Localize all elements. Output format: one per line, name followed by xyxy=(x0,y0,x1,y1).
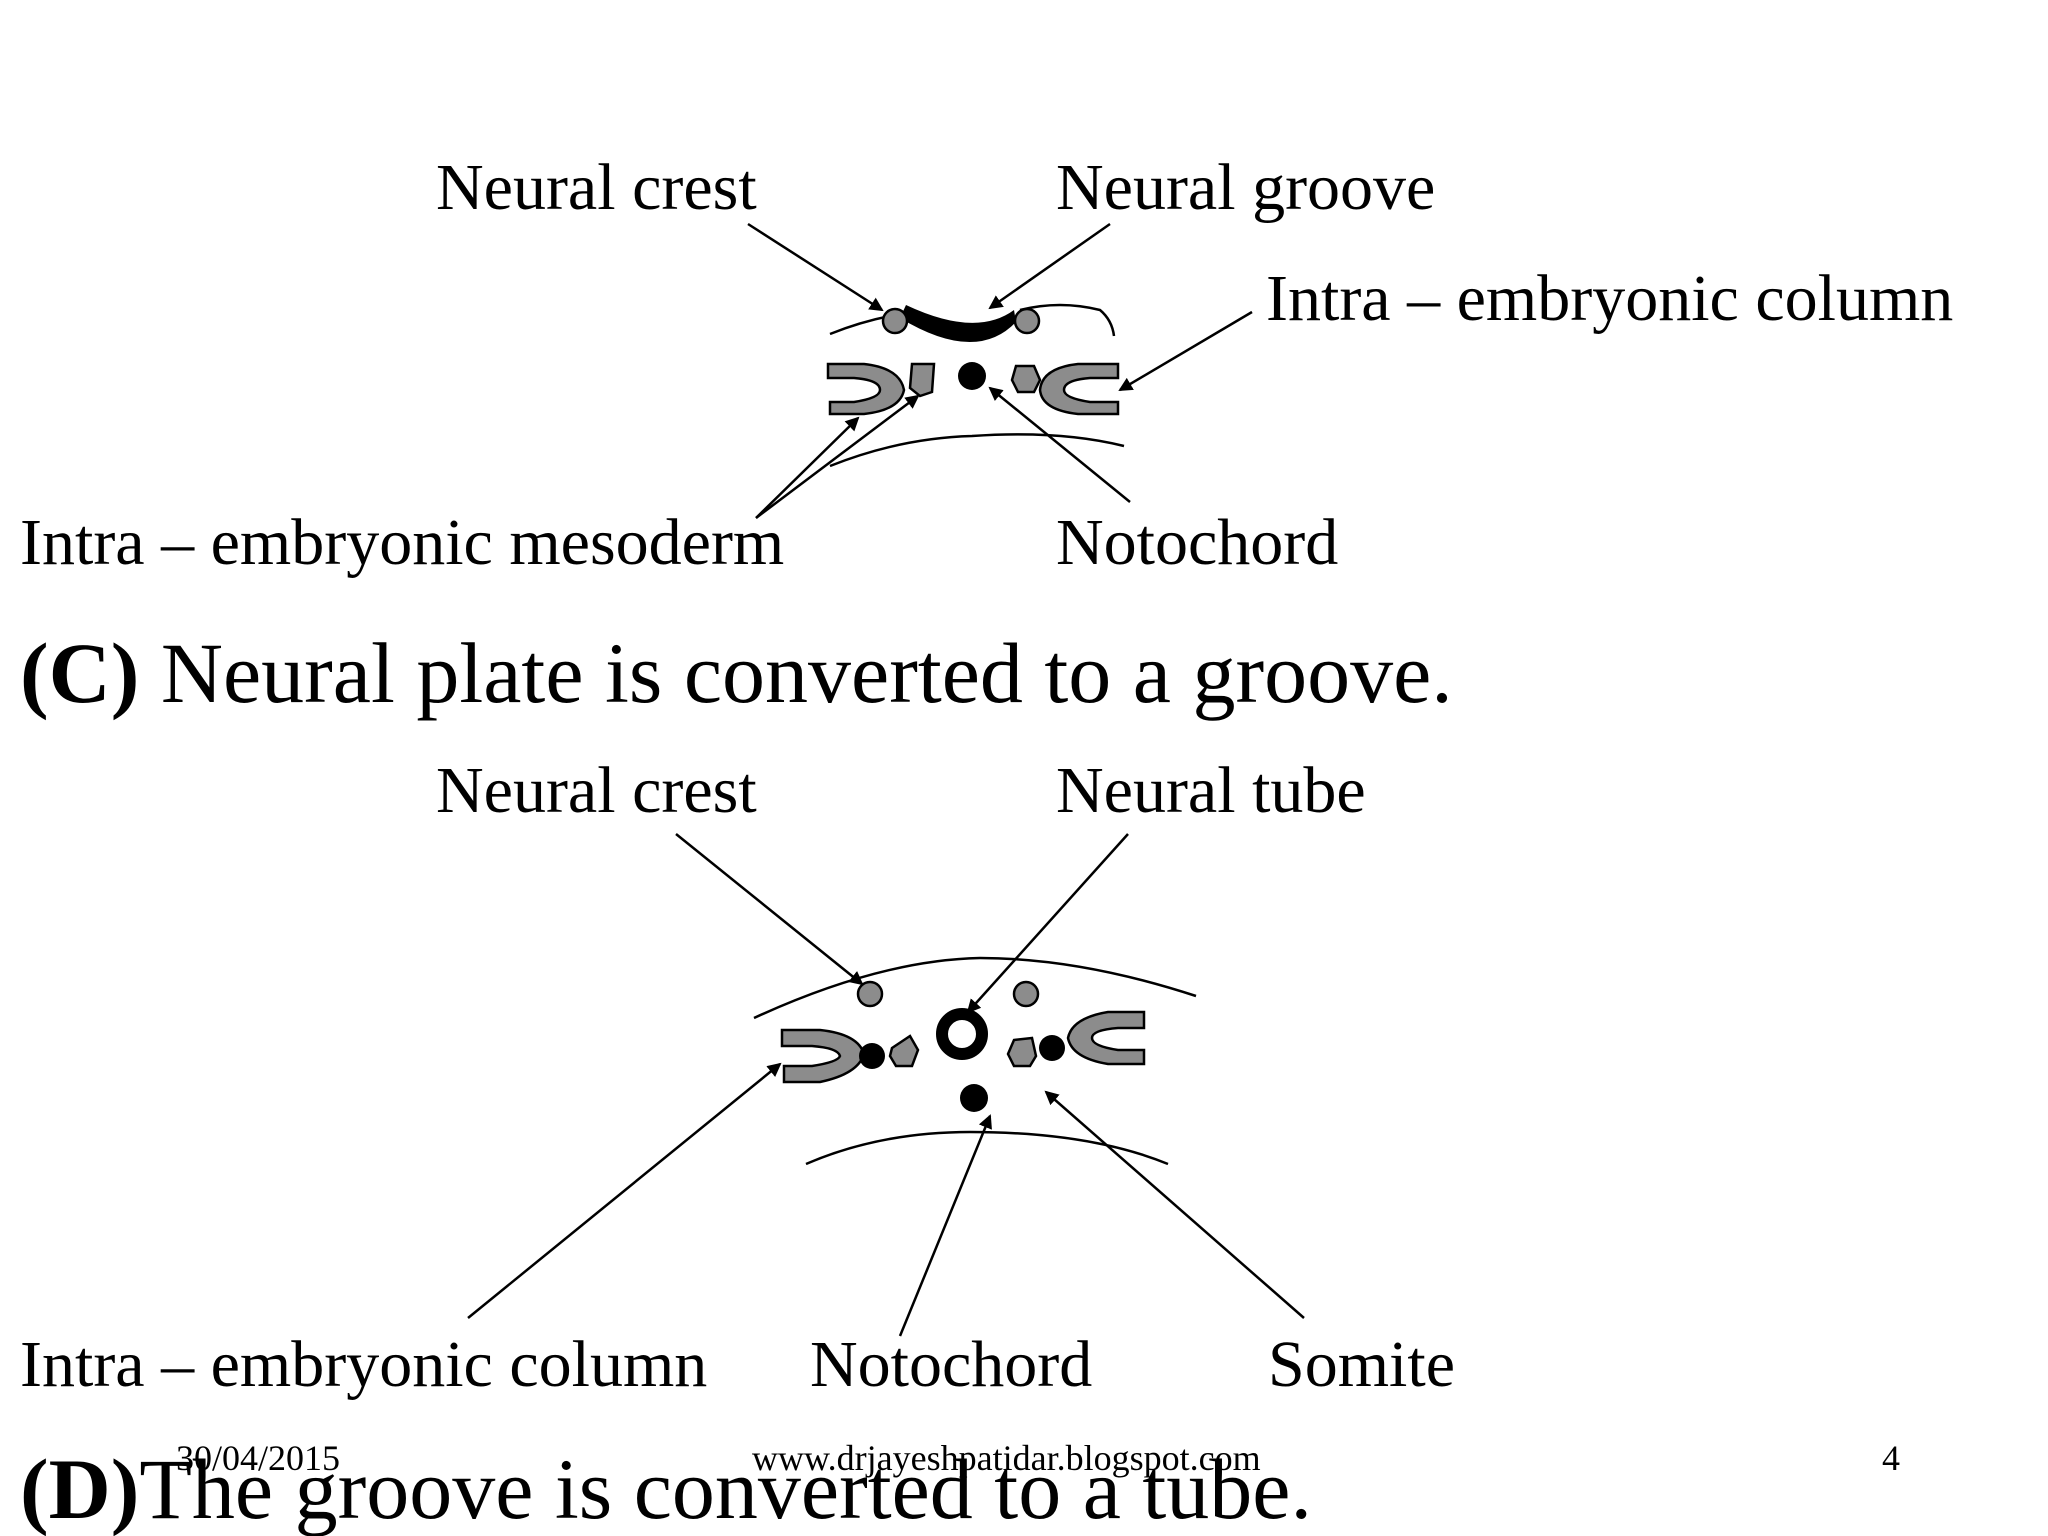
d-column-right xyxy=(1066,1010,1146,1066)
footer-page-number: 4 xyxy=(1882,1438,1900,1478)
label-d-neural-crest: Neural crest xyxy=(436,754,757,827)
label-c-neural-crest: Neural crest xyxy=(436,151,757,224)
c-mesoderm-right xyxy=(1038,362,1120,416)
d-arrow-somite xyxy=(1044,1090,1305,1319)
caption-d: (D)The groove is converted to a tube. xyxy=(20,1441,1312,1536)
c-arrow-neural-groove xyxy=(988,222,1111,310)
d-notochord xyxy=(960,1084,988,1112)
label-c-intra-embryonic-mesoderm: Intra – embryonic mesoderm xyxy=(20,506,784,579)
caption-c: (C) Neural plate is converted to a groov… xyxy=(20,625,1453,721)
c-arrow-mesoderm-2 xyxy=(755,394,920,519)
d-arrow-notochord xyxy=(898,1114,992,1337)
label-c-neural-groove: Neural groove xyxy=(1056,151,1435,224)
c-paraxial-right xyxy=(1010,364,1042,394)
d-column-left xyxy=(780,1028,866,1084)
d-ectoderm-line xyxy=(753,956,1197,1020)
d-neural-tube xyxy=(936,1008,988,1060)
c-notochord xyxy=(958,362,986,390)
c-arrow-intra-column xyxy=(1118,310,1253,392)
caption-d-text: The groove is converted to a tube. xyxy=(139,1441,1312,1536)
label-d-intra-embryonic-column: Intra – embryonic column xyxy=(20,1328,707,1401)
footer-url: www.drjayeshpatidar.blogspot.com xyxy=(752,1438,1261,1478)
d-arrow-intra-column xyxy=(467,1062,782,1319)
c-neural-crest-left xyxy=(881,307,909,335)
c-neural-crest-right xyxy=(1013,307,1041,335)
c-endoderm-line xyxy=(829,433,1125,468)
diagram-c: Neural crest Neural groove Intra – embry… xyxy=(20,151,1953,721)
d-neural-crest-left xyxy=(856,980,884,1008)
d-arrow-neural-tube xyxy=(966,833,1129,1014)
d-somite-left xyxy=(888,1034,920,1068)
c-mesoderm-left xyxy=(826,362,906,416)
label-d-neural-tube: Neural tube xyxy=(1056,754,1366,827)
d-dot-left xyxy=(859,1043,885,1069)
caption-c-text: Neural plate is converted to a groove. xyxy=(139,625,1452,721)
d-endoderm-line xyxy=(805,1130,1169,1166)
d-dot-right xyxy=(1039,1035,1065,1061)
d-somite-right xyxy=(1006,1036,1038,1068)
caption-c-letter: (C) xyxy=(20,625,139,721)
slide-footer: 30/04/2015 www.drjayeshpatidar.blogspot.… xyxy=(176,1438,1900,1478)
footer-date: 30/04/2015 xyxy=(176,1438,340,1478)
label-d-notochord: Notochord xyxy=(810,1328,1092,1401)
label-c-notochord: Notochord xyxy=(1056,506,1338,579)
c-arrow-neural-crest xyxy=(747,222,884,312)
c-neural-groove-shape xyxy=(900,305,1016,343)
label-d-somite: Somite xyxy=(1268,1328,1455,1401)
diagram-d: Neural crest Neural tube Intra – embryon… xyxy=(20,754,1455,1536)
d-neural-crest-right xyxy=(1012,980,1040,1008)
caption-d-letter: (D) xyxy=(20,1441,139,1536)
c-arrow-mesoderm-1 xyxy=(755,416,860,519)
label-c-intra-embryonic-column: Intra – embryonic column xyxy=(1266,262,1953,335)
c-paraxial-left xyxy=(908,362,936,398)
d-arrow-neural-crest xyxy=(675,833,864,986)
c-arrow-notochord xyxy=(988,386,1131,503)
